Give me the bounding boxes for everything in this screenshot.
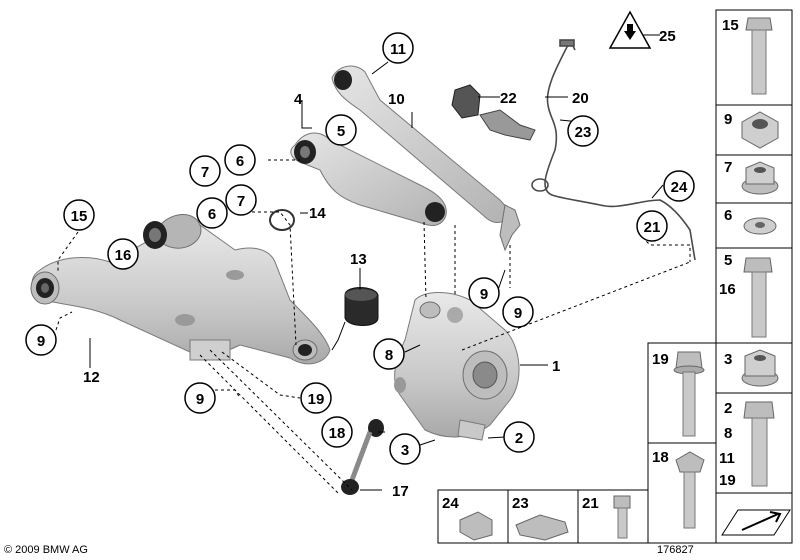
- col-label-19: 19: [719, 472, 736, 489]
- bottom-label-21: 21: [582, 495, 599, 512]
- o-ring: [269, 209, 295, 231]
- col-label-15: 15: [722, 17, 739, 34]
- callout-9a: 9: [25, 324, 57, 356]
- callout-9b: 9: [468, 277, 500, 309]
- callout-11: 11: [382, 32, 414, 64]
- label-4: 4: [294, 91, 303, 108]
- rubber-mount: [344, 287, 379, 326]
- lower-control-arm: [30, 214, 331, 365]
- col-label-16: 16: [719, 281, 736, 298]
- callout-7a: 7: [189, 155, 221, 187]
- svg-text:7: 7: [201, 164, 209, 181]
- bottom-label-23: 23: [512, 495, 529, 512]
- svg-text:7: 7: [237, 193, 245, 210]
- callout-19: 19: [300, 382, 332, 414]
- callout-18: 18: [321, 416, 353, 448]
- svg-text:2: 2: [515, 430, 523, 447]
- svg-text:23: 23: [575, 124, 592, 141]
- col-label-9: 9: [724, 111, 732, 128]
- callout-6b: 6: [196, 197, 228, 229]
- sensor-cables: [531, 39, 696, 261]
- upper-long-arm: [331, 65, 521, 252]
- callout-2: 2: [503, 421, 535, 453]
- clip-24-icon: [459, 511, 493, 541]
- svg-text:5: 5: [337, 123, 345, 140]
- label-10: 10: [388, 91, 405, 108]
- bottom-label-24: 24: [442, 495, 459, 512]
- callout-15: 15: [63, 199, 95, 231]
- col-label-2: 2: [724, 400, 732, 417]
- callout-16: 16: [107, 238, 139, 270]
- label-20: 20: [572, 90, 589, 107]
- callout-3: 3: [389, 433, 421, 465]
- label-13: 13: [350, 251, 367, 268]
- svg-text:9: 9: [196, 391, 204, 408]
- clip-23-icon: [515, 514, 569, 541]
- bolt-15-icon: [745, 17, 773, 95]
- label-17: 17: [392, 483, 409, 500]
- callout-23: 23: [567, 115, 599, 147]
- leader-lines: [55, 34, 691, 496]
- callout-21: 21: [636, 210, 668, 242]
- svg-text:19: 19: [308, 391, 325, 408]
- svg-text:9: 9: [37, 333, 45, 350]
- mid-label-19: 19: [652, 351, 669, 368]
- svg-text:11: 11: [390, 41, 406, 58]
- wheel-carrier: [394, 292, 520, 441]
- electrical-warning-icon: [608, 10, 652, 49]
- callout-24: 24: [663, 170, 695, 202]
- parts-middle-column: [647, 342, 717, 544]
- nut-3-icon: [741, 349, 779, 387]
- forward-arrow-icon: [721, 509, 791, 536]
- svg-text:3: 3: [401, 442, 409, 459]
- label-14: 14: [309, 205, 326, 222]
- svg-text:16: 16: [115, 247, 132, 264]
- screw-21-icon: [613, 495, 631, 539]
- svg-text:24: 24: [671, 179, 688, 196]
- bolt-2-8-11-19-icon: [743, 401, 775, 487]
- washer-6-icon: [743, 217, 777, 235]
- callout-9c: 9: [502, 296, 534, 328]
- col-label-8: 8: [724, 425, 732, 442]
- svg-text:21: 21: [644, 219, 661, 236]
- bolt-5-16-icon: [743, 257, 773, 338]
- mid-label-18: 18: [652, 449, 669, 466]
- copyright-text: © 2009 BMW AG: [4, 544, 88, 556]
- svg-text:18: 18: [329, 425, 346, 442]
- callout-8: 8: [373, 338, 405, 370]
- svg-text:9: 9: [480, 286, 488, 303]
- col-label-5: 5: [724, 252, 732, 269]
- svg-text:6: 6: [208, 206, 216, 223]
- bolt-18-icon: [675, 451, 705, 529]
- callout-7b: 7: [225, 184, 257, 216]
- nut-9-icon: [741, 111, 779, 149]
- cable-clips: [451, 84, 536, 141]
- bolt-19-icon: [673, 351, 705, 437]
- col-label-7: 7: [724, 159, 732, 176]
- svg-text:15: 15: [71, 208, 88, 225]
- label-25: 25: [659, 28, 676, 45]
- col-label-3: 3: [724, 351, 732, 368]
- upper-link-arm: [290, 132, 447, 227]
- nut-7-icon: [741, 161, 779, 195]
- callout-9d: 9: [184, 382, 216, 414]
- label-12: 12: [83, 369, 100, 386]
- label-1: 1: [552, 358, 560, 375]
- svg-text:6: 6: [236, 153, 244, 170]
- svg-text:8: 8: [385, 347, 393, 364]
- col-label-6: 6: [724, 207, 732, 224]
- callout-6a: 6: [224, 144, 256, 176]
- callout-5: 5: [325, 114, 357, 146]
- label-22: 22: [500, 90, 517, 107]
- diagram-number: 176827: [657, 544, 694, 556]
- col-label-11: 11: [719, 450, 735, 467]
- svg-text:9: 9: [514, 305, 522, 322]
